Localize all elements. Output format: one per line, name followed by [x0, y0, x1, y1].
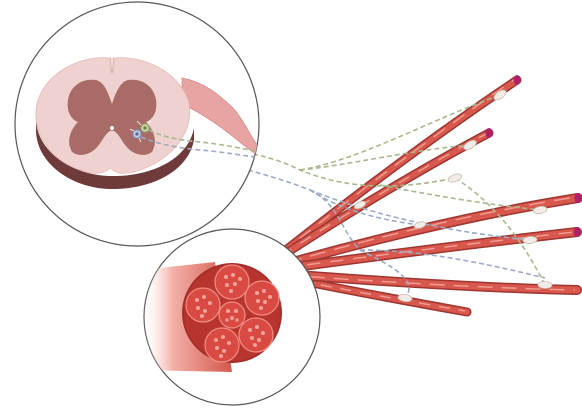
muscle-inset: [140, 229, 320, 405]
fiber-end-3: [575, 193, 582, 203]
fiber-end-1: [514, 75, 521, 85]
spinal-cord-inset: [15, 2, 262, 246]
muscle-fascicle-icon: [182, 263, 282, 363]
fiber-end-2: [486, 128, 493, 138]
fiber-end-4: [574, 227, 581, 237]
